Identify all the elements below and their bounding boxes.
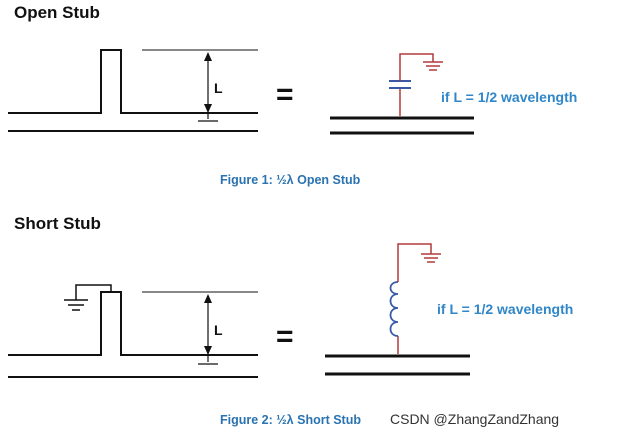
figure2-equals-sign: =	[276, 320, 294, 353]
inductor-equivalent	[325, 243, 470, 376]
figure1-condition: if L = 1/2 wavelength	[441, 89, 577, 105]
figure2-length-label: L	[214, 322, 223, 338]
arrow-down-icon	[204, 104, 212, 113]
inductor-coil	[389, 281, 399, 337]
open-stub-dimension: L	[142, 49, 258, 122]
open-stub-line	[8, 49, 258, 132]
figure1-title: Open Stub	[14, 3, 100, 22]
ground-icon	[421, 253, 441, 263]
capacitor-lead-top	[399, 53, 434, 81]
figure2: Short Stub L =	[8, 214, 573, 427]
figure1-length-label: L	[214, 80, 223, 96]
figure2-condition: if L = 1/2 wavelength	[437, 301, 573, 317]
ground-icon	[423, 61, 443, 71]
figure2-caption: Figure 2: ½λ Short Stub	[220, 413, 361, 427]
short-stub-line	[8, 284, 258, 378]
capacitor-equivalent	[330, 53, 474, 135]
open-stub-upper-conductor	[8, 49, 258, 114]
short-stub-dimension: L	[142, 291, 258, 365]
figure1: Open Stub L =	[8, 3, 577, 187]
ground-icon	[64, 299, 88, 311]
watermark: CSDN @ZhangZandZhang	[390, 411, 559, 427]
inductor-lead-top	[397, 243, 432, 282]
figure1-caption: Figure 1: ½λ Open Stub	[220, 173, 361, 187]
arrow-up-icon	[204, 294, 212, 303]
figure2-title: Short Stub	[14, 214, 101, 233]
arrow-up-icon	[204, 52, 212, 61]
arrow-down-icon	[204, 346, 212, 355]
figure1-equals-sign: =	[276, 78, 294, 111]
short-to-ground-wire	[75, 284, 112, 300]
